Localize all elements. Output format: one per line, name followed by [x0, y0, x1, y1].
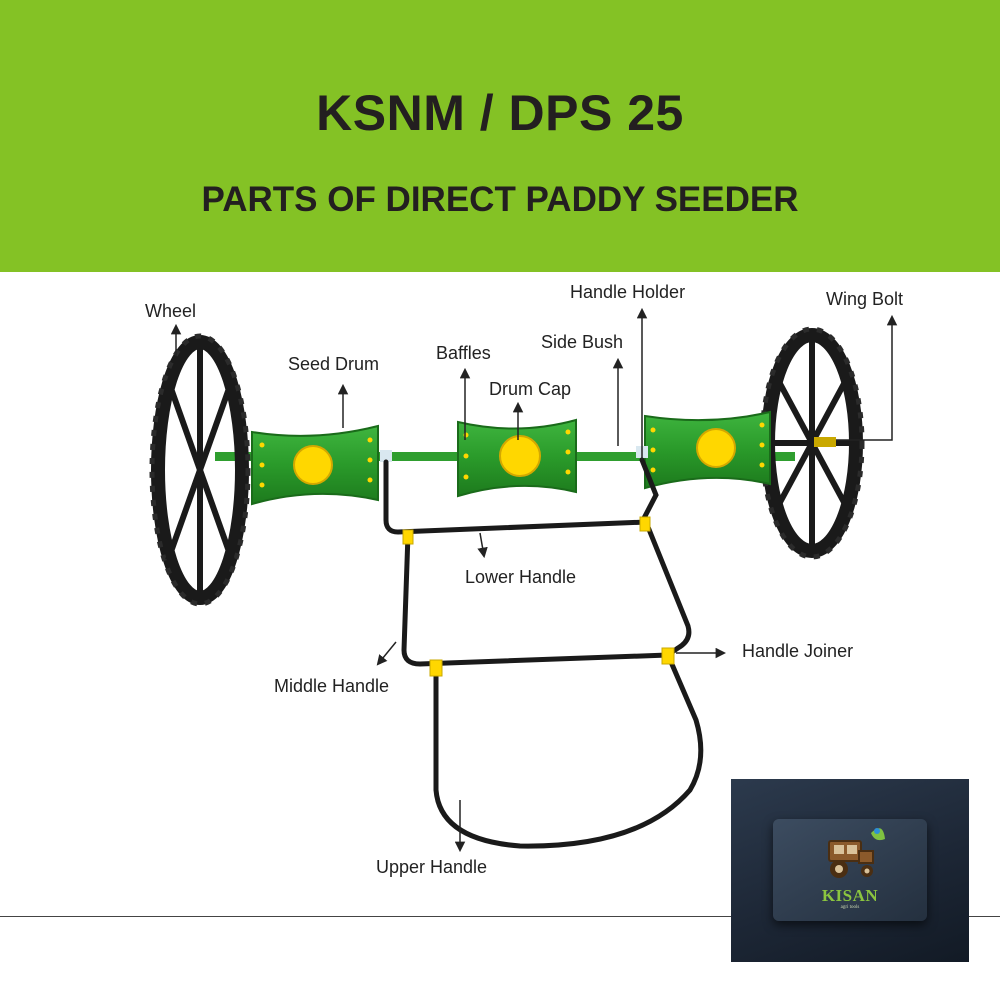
label-upper-handle: Upper Handle	[376, 857, 487, 877]
label-wheel: Wheel	[145, 301, 196, 321]
handle-joiners	[402, 516, 675, 677]
bottom-divider	[0, 916, 1000, 917]
page-title: KSNM / DPS 25	[316, 85, 684, 141]
tractor-icon	[828, 828, 885, 878]
seed-drum-middle	[457, 418, 577, 498]
label-drum-cap: Drum Cap	[489, 379, 571, 399]
seeder-diagram: Wheel Seed Drum Baffles Drum Cap Side Bu…	[145, 282, 903, 877]
label-wing-bolt: Wing Bolt	[826, 289, 903, 309]
kisan-logo-panel: KISAN agri tools	[731, 779, 969, 962]
handle-frame	[383, 457, 704, 849]
header-banner: KSNM / DPS 25 PARTS OF DIRECT PADDY SEED…	[0, 0, 1000, 272]
label-handle-holder: Handle Holder	[570, 282, 685, 302]
seed-drum-right	[644, 410, 771, 490]
brand-tagline: agri tools	[840, 905, 860, 910]
page-subtitle: PARTS OF DIRECT PADDY SEEDER	[201, 180, 799, 219]
label-handle-joiner: Handle Joiner	[742, 641, 853, 661]
label-baffles: Baffles	[436, 343, 491, 363]
right-wheel	[759, 326, 865, 560]
logo-card: KISAN agri tools	[773, 819, 927, 921]
brand-name: KISAN	[821, 886, 879, 905]
label-side-bush: Side Bush	[541, 332, 623, 352]
seed-drum-left	[251, 424, 379, 506]
label-lower-handle: Lower Handle	[465, 567, 576, 587]
left-wheel	[149, 333, 251, 607]
side-bush-left	[380, 450, 392, 462]
label-seed-drum: Seed Drum	[288, 354, 379, 374]
wing-bolt	[814, 437, 836, 447]
label-middle-handle: Middle Handle	[274, 676, 389, 696]
